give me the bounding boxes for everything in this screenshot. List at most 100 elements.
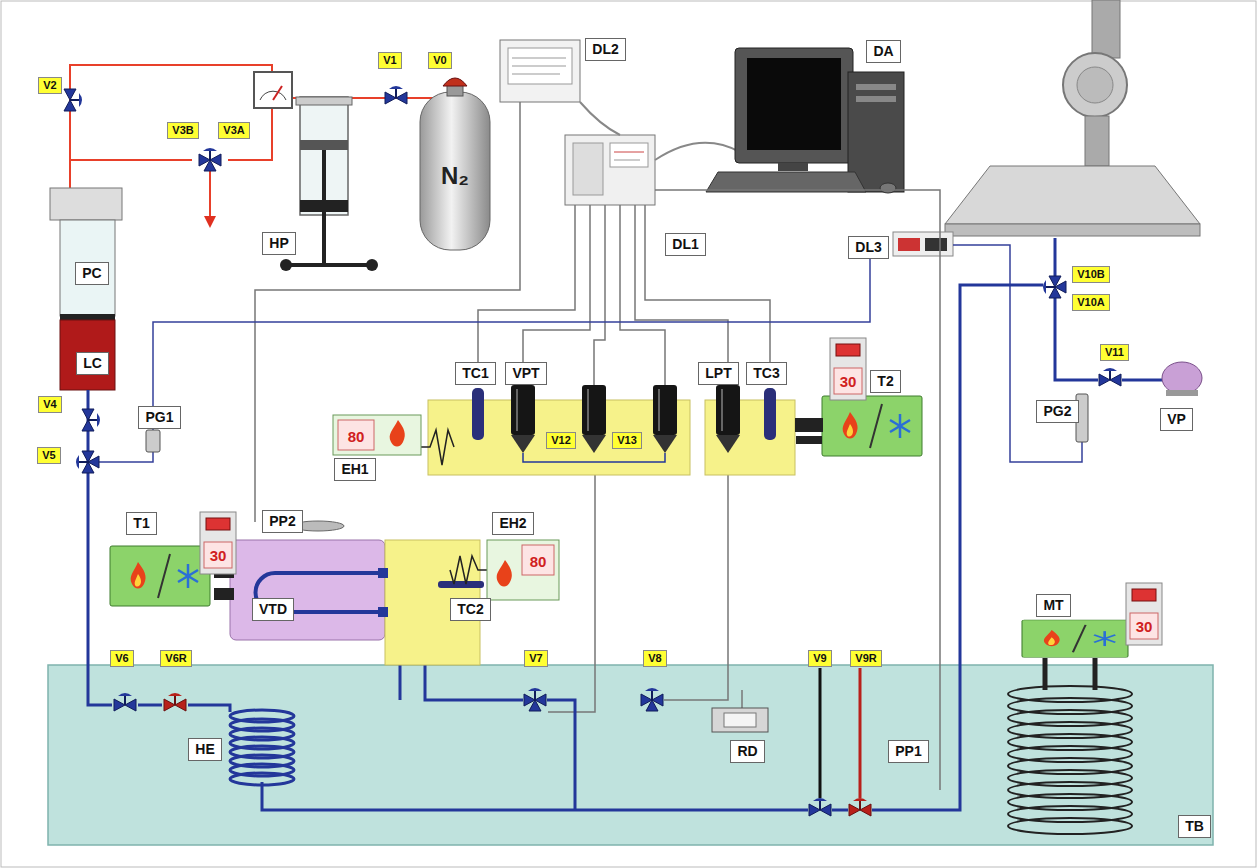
piston-cylinder (50, 188, 122, 390)
heater-box (497, 560, 512, 587)
computer (856, 84, 896, 90)
wire (523, 205, 590, 385)
computer (735, 48, 853, 163)
valve-tag: V6R (160, 650, 192, 667)
vacuum-pump (1162, 362, 1202, 396)
component-tag: TC1 (455, 362, 496, 385)
fume-hood (945, 224, 1200, 236)
data-logger (512, 58, 566, 59)
tag-text: V10A (1077, 296, 1105, 309)
valve-symbol (64, 89, 82, 111)
wire (664, 470, 728, 700)
computer (747, 58, 841, 150)
valve-tag: V5 (37, 447, 61, 464)
valve-tag: V0 (428, 52, 452, 69)
tag-text: PP1 (895, 743, 921, 759)
hand-pump (280, 259, 292, 271)
fume-hood (945, 0, 1200, 236)
valve-symbol (1043, 276, 1066, 298)
fume-hood (1077, 67, 1113, 103)
component-tag: HE (188, 738, 222, 761)
nitrogen-line (70, 65, 448, 222)
liquid-line (872, 285, 1043, 810)
valve-tag: V4 (38, 396, 62, 413)
pressure-sensor (146, 430, 160, 452)
component-tag: EH2 (492, 512, 534, 535)
fume-hood (1063, 53, 1127, 117)
pressure-transducer (582, 385, 606, 453)
data-logger (512, 74, 560, 75)
data-logger (565, 135, 655, 205)
coil-connection (1093, 658, 1098, 690)
cable (655, 143, 740, 160)
tag-text: V9R (855, 652, 876, 665)
valve-symbol (199, 148, 221, 171)
piston-cylinder (50, 188, 122, 220)
computer (706, 172, 866, 192)
fume-hood (1092, 0, 1120, 58)
valve-tag: V10A (1072, 294, 1110, 311)
valve-symbol (809, 798, 831, 816)
equilibrium-cell (378, 607, 388, 617)
thermostat-controller (1022, 620, 1128, 657)
nitrogen-line (70, 65, 272, 188)
hand-pump (300, 140, 348, 150)
tag-text: PP2 (269, 513, 295, 529)
data-logger (565, 135, 655, 205)
wire (594, 205, 605, 385)
tag-text: V7 (529, 652, 542, 665)
rupture-disk (712, 708, 768, 732)
piston-cylinder (60, 314, 115, 320)
tag-text: T1 (133, 515, 149, 531)
display-reading: 30 (210, 548, 227, 563)
valve-tag: V8 (643, 650, 667, 667)
pressure-transducer (653, 385, 677, 453)
data-logger (610, 143, 648, 167)
liquid-line (88, 238, 1162, 810)
liquid-line (832, 809, 848, 812)
component-tag: T2 (870, 370, 901, 393)
nitrogen-line (209, 170, 211, 222)
hand-pump (322, 150, 326, 265)
component-tag: PP1 (888, 740, 929, 763)
vacuum-pump (1162, 362, 1202, 394)
display-reading: 30 (840, 374, 857, 389)
piston-cylinder (60, 320, 115, 390)
tag-text: V6R (165, 652, 186, 665)
wire (741, 690, 743, 708)
component-tag: VTD (252, 598, 294, 621)
temperature-display (200, 512, 236, 574)
nitrogen-cylinder (420, 78, 490, 250)
heater-box (487, 540, 559, 600)
pressure-gauge (254, 72, 292, 108)
data-logger (614, 152, 644, 153)
display-reading: 80 (348, 429, 365, 444)
tag-text: V11 (1105, 346, 1124, 359)
coil-connection (1045, 658, 1095, 690)
data-logger (614, 160, 640, 161)
component-tag: VP (1160, 408, 1193, 431)
fume-hood (945, 166, 1200, 224)
piston-cylinder (60, 220, 115, 316)
tag-text: EH1 (341, 461, 368, 477)
valve-symbol (385, 86, 407, 104)
component-tag: PG1 (138, 406, 181, 429)
valve-symbol (164, 693, 186, 711)
tag-text: V13 (617, 434, 637, 447)
cable (580, 102, 740, 160)
data-logger (508, 48, 572, 84)
tag-text: DA (873, 43, 893, 59)
tag-text: PG2 (1043, 403, 1071, 419)
data-logger (512, 66, 566, 67)
tag-text: T2 (877, 373, 893, 389)
tag-text: LPT (705, 365, 731, 381)
valve-tag: V3B (167, 122, 199, 139)
hand-pump (296, 97, 352, 105)
computer (706, 48, 904, 193)
tag-text: V9 (813, 652, 826, 665)
tag-text: TC3 (753, 365, 779, 381)
tag-text: VPT (512, 365, 539, 381)
component-tag: TB (1178, 815, 1211, 838)
